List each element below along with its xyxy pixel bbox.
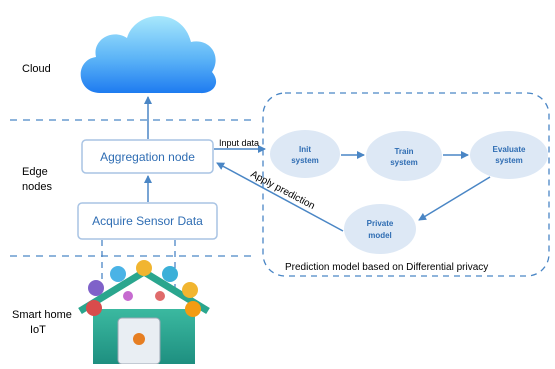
prediction-model-container (262, 92, 550, 277)
smart-home-icon (78, 260, 210, 365)
layer-label-smart-home: Smart home (12, 309, 72, 321)
train-system-label-1: Train (394, 147, 413, 156)
init-system-label-2: system (291, 156, 319, 165)
private-model-label-2: model (368, 231, 392, 240)
evaluate-system-label-1: Evaluate (493, 145, 526, 154)
acquire-sensor-data-box (77, 202, 218, 240)
private-model-node (344, 204, 416, 254)
aggregation-node-box (81, 139, 214, 174)
train-system-label-2: system (390, 158, 418, 167)
aggregation-node-label: Aggregation node (100, 150, 195, 164)
init-system-node (270, 130, 340, 178)
init-system-label-1: Init (299, 145, 311, 154)
layer-label-iot: IoT (30, 324, 46, 336)
acquire-sensor-data-label: Acquire Sensor Data (92, 214, 203, 228)
private-model-label-1: Private (367, 219, 394, 228)
cloud-icon (80, 16, 217, 94)
evaluate-system-label-2: system (495, 156, 523, 165)
layer-label-cloud: Cloud (22, 63, 51, 75)
input-data-label: Input data (219, 138, 259, 148)
layer-label-nodes: nodes (22, 181, 52, 193)
arrow-evaluate-to-private (418, 176, 491, 221)
prediction-model-caption: Prediction model based on Differential p… (285, 262, 488, 273)
arrow-apply-prediction (216, 162, 344, 232)
layer-label-edge: Edge (22, 166, 48, 178)
evaluate-system-node (470, 131, 548, 179)
train-system-node (366, 131, 442, 181)
